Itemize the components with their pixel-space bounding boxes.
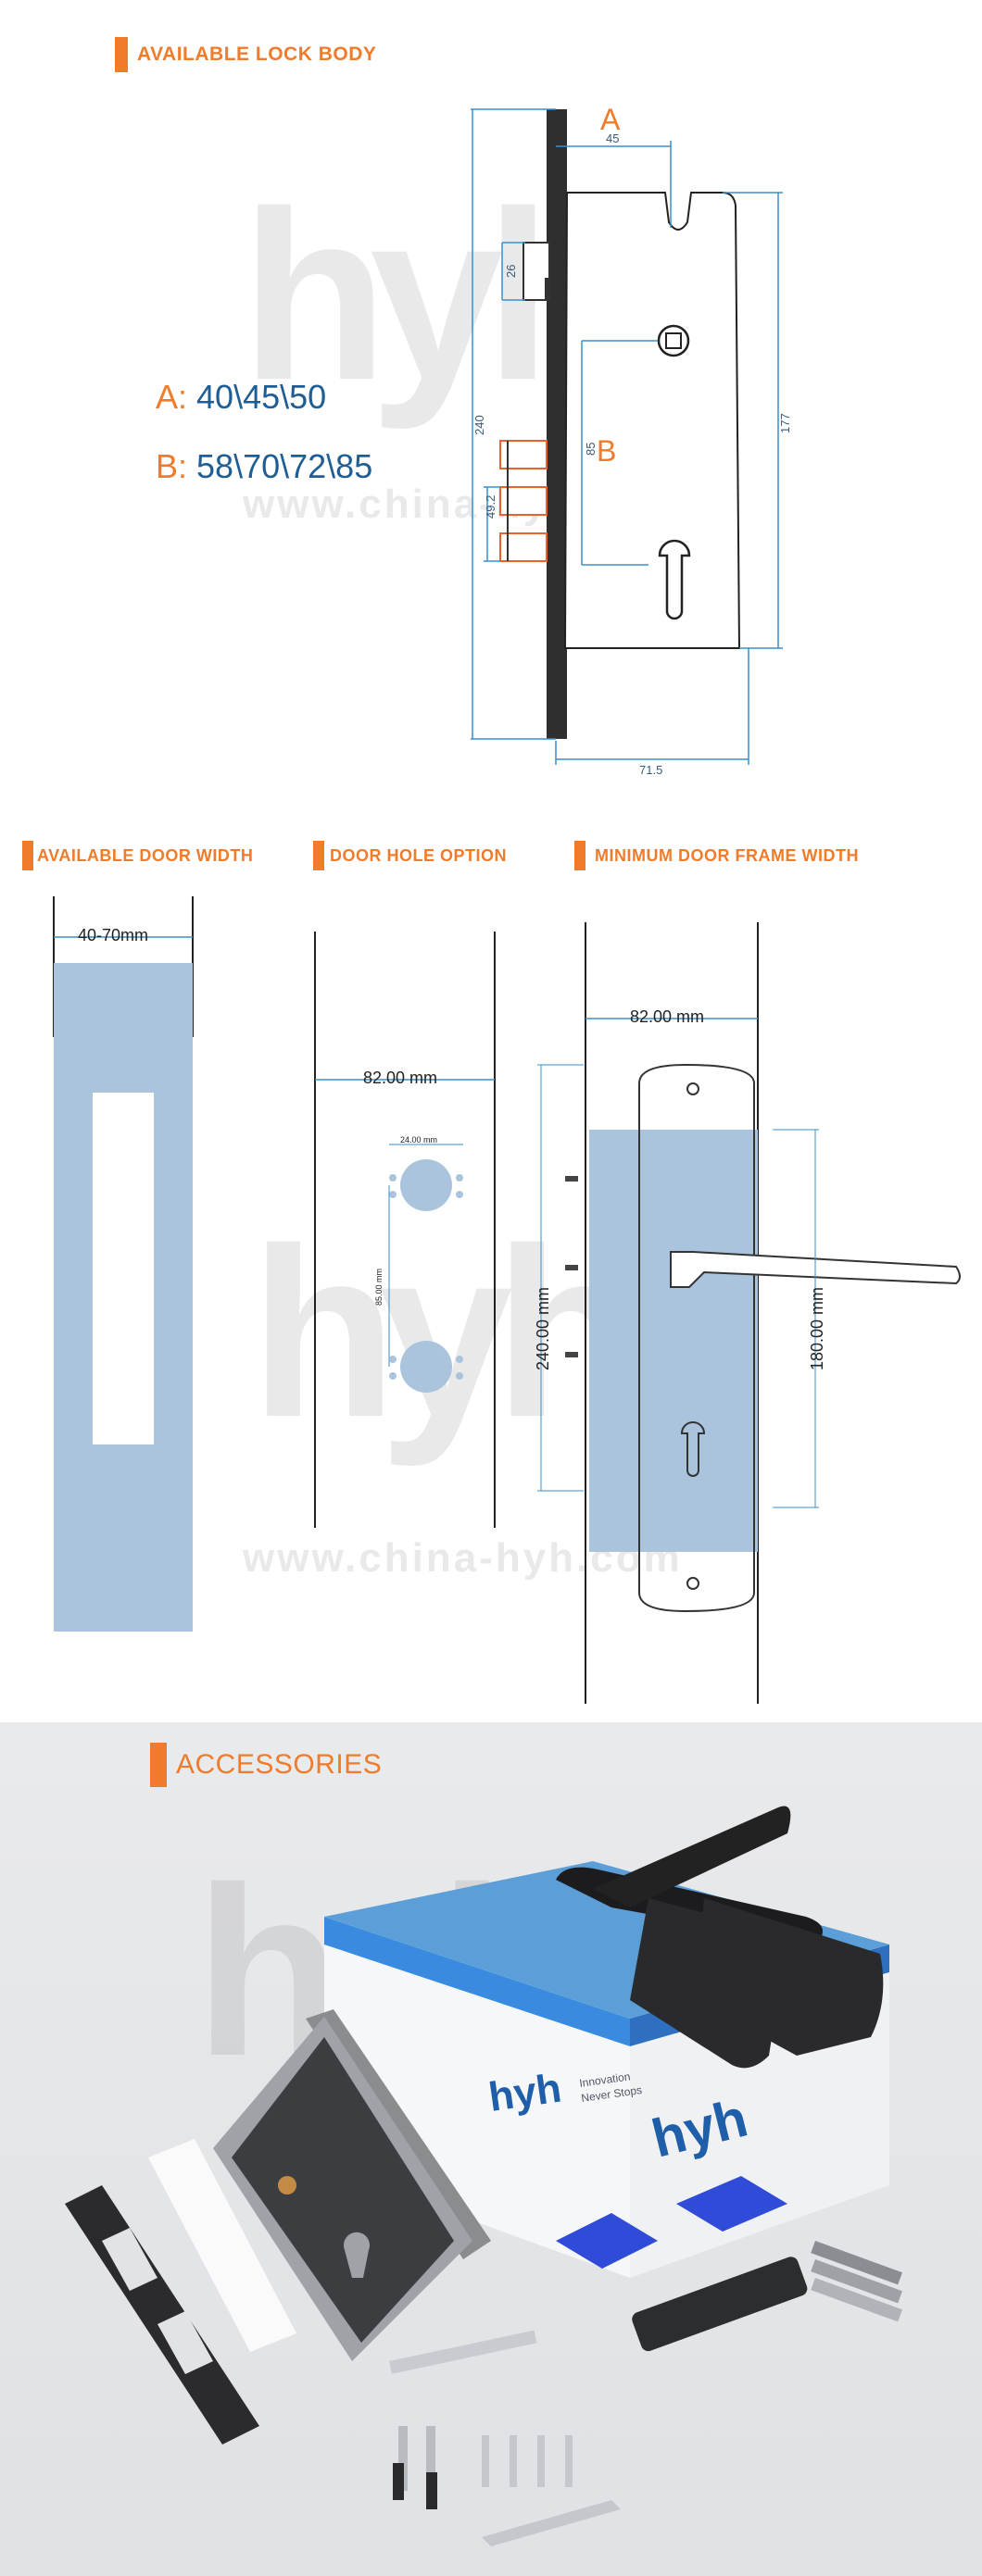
option-b-label: B: 58\70\72\85 [156,447,372,486]
door-diagrams: 40-70mm 82.00 mm 24.00 mm 85.00 mm 82.00… [53,896,961,1704]
hex-key [482,2500,621,2546]
hole-width-label: 82.00 mm [363,1069,437,1087]
lock-body-title: AVAILABLE LOCK BODY [137,44,377,65]
cylinder-hole [400,1341,452,1393]
lock-body-diagram: A B 45 26 240 85 49.2 177 71.5 [471,103,792,777]
marker-b: B [597,434,616,468]
cylinder-hole [658,539,691,620]
sleeve-nut-2 [426,2472,437,2509]
header-accent-bar [115,37,128,72]
box-logo-front: hyh [486,2065,564,2120]
screw-3 [482,2435,489,2487]
door-width-header: AVAILABLE DOOR WIDTH [22,841,253,870]
hole-spacing-label: 85.00 mm [374,1269,384,1306]
header-accent-bar [150,1743,167,1787]
spacer-blocks [148,2139,296,2352]
handle-plate-2 [695,1898,884,2056]
marker-a: A [600,103,621,136]
lock-body-section: AVAILABLE LOCK BODY hyh www.china-hyh.co… [0,0,982,815]
dim-240: 240 [472,415,486,435]
door-width-title: AVAILABLE DOOR WIDTH [37,845,254,865]
spindle-square [665,332,682,349]
frame-height-240-label: 240.00 mm [534,1287,552,1370]
handle-plate [638,1063,755,1613]
door-hole-title: DOOR HOLE OPTION [330,845,508,865]
lock-body-header: AVAILABLE LOCK BODY [115,37,376,72]
header-accent-bar [574,841,585,870]
frame-width-title: MINIMUM DOOR FRAME WIDTH [595,845,859,865]
hole-diameter-label: 24.00 mm [400,1135,437,1144]
option-a-key: A: [156,378,188,416]
frame-width-header: MINIMUM DOOR FRAME WIDTH [574,841,859,870]
key-2 [811,2259,902,2304]
screw-1 [398,2426,408,2491]
key-cylinder [632,2257,808,2352]
screw-2 [426,2426,435,2491]
spindle-hub [278,2176,296,2195]
cylinder-cutout [344,2232,370,2278]
option-b-key: B: [156,447,188,485]
spindle-bar [389,2330,537,2374]
door-width-range: 40-70mm [78,926,148,944]
option-a-values: 40\45\50 [196,378,327,416]
sleeve-nut-1 [393,2463,404,2500]
accessories-title: ACCESSORIES [176,1749,383,1780]
dim-85: 85 [584,443,598,456]
frame-lock-area [589,1130,758,1552]
door-section: AVAILABLE DOOR WIDTH DOOR HOLE OPTION MI… [0,815,982,1722]
option-b-values: 58\70\72\85 [196,447,373,485]
frame-height-180-label: 180.00 mm [808,1287,826,1370]
gasket-cylinder [676,2176,787,2232]
accessories-section: ACCESSORIES hyh china-hyh.com hyh Innova… [0,1722,982,2576]
door-hole-header: DOOR HOLE OPTION [313,841,507,870]
dim-26: 26 [504,265,518,278]
dim-49-2: 49.2 [484,495,497,519]
screw-5 [537,2435,545,2487]
accessories-illustration: hyh Innovation Never Stops hyh [65,1806,902,2546]
lock-case-inner [232,2037,454,2343]
gasket-square [556,2213,658,2269]
key-3 [811,2278,902,2322]
dim-45: 45 [606,131,619,145]
key-1 [811,2241,902,2285]
accessories-header: ACCESSORIES [150,1743,382,1787]
dim-71-5: 71.5 [639,763,662,777]
option-a-label: A: 40\45\50 [156,378,326,417]
frame-width-label: 82.00 mm [630,1007,704,1026]
spindle-hole [400,1159,452,1211]
header-accent-bar [22,841,33,870]
frame-cylinder-hole [680,1421,706,1477]
screw-6 [565,2435,573,2487]
lock-faceplate [547,109,567,739]
latch-bolt-tip [545,278,550,300]
mortise-cutout [93,1093,154,1444]
header-accent-bar [313,841,324,870]
dim-177: 177 [778,413,792,433]
screw-4 [510,2435,517,2487]
lever-handle-2 [593,1806,791,1907]
lock-case-outline [563,192,741,649]
